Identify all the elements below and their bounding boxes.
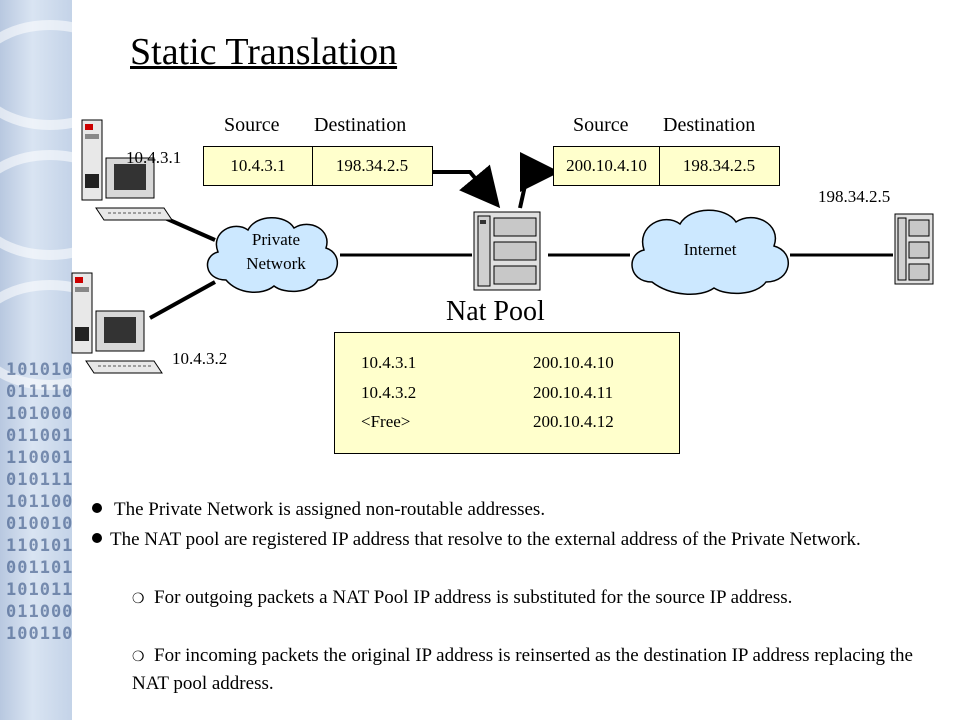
bullet-1-text: The Private Network is assigned non-rout… bbox=[114, 499, 546, 520]
pool-outside-address: 200.10.4.10 bbox=[533, 353, 614, 372]
checkbox-bullet-icon: ❍ bbox=[132, 591, 145, 607]
internet-cloud-icon bbox=[631, 209, 790, 295]
pool-outside-address: 200.10.4.12 bbox=[533, 412, 614, 431]
server-ip-label: 198.34.2.5 bbox=[818, 187, 891, 206]
bullet-1: The Private Network is assigned non-rout… bbox=[90, 496, 940, 524]
nat-server-icon bbox=[473, 211, 541, 291]
right-destination-header: Destination bbox=[663, 114, 756, 136]
sub-bullet-2-text: For incoming packets the original IP add… bbox=[132, 645, 913, 694]
pool-outside-address: 200.10.4.11 bbox=[533, 383, 614, 402]
bullet-2: The NAT pool are registered IP address t… bbox=[90, 526, 910, 554]
right-packet: 200.10.4.10 198.34.2.5 bbox=[553, 146, 780, 186]
bullet-dot-icon bbox=[92, 503, 102, 513]
pool-inside-address: 10.4.3.2 bbox=[361, 383, 417, 402]
host2-ip-label: 10.4.3.2 bbox=[172, 349, 228, 368]
pool-inside-address: 10.4.3.1 bbox=[361, 353, 417, 372]
private-network-label: Private Network bbox=[246, 230, 306, 273]
left-packet-destination: 198.34.2.5 bbox=[335, 156, 409, 175]
left-packet-source: 10.4.3.1 bbox=[204, 147, 313, 185]
page-title: Static Translation bbox=[130, 31, 398, 73]
right-source-header: Source bbox=[573, 114, 629, 136]
checkbox-bullet-icon: ❍ bbox=[132, 649, 145, 665]
bullet-dot-icon bbox=[92, 533, 102, 543]
pool-inside-address: <Free> bbox=[361, 412, 411, 431]
workstation-icon bbox=[71, 272, 163, 374]
internet-label: Internet bbox=[683, 240, 737, 259]
sub-bullet-1: ❍ For outgoing packets a NAT Pool IP addr… bbox=[132, 584, 922, 612]
host1-ip-label: 10.4.3.1 bbox=[126, 148, 182, 167]
sub-bullet-1-text: For outgoing packets a NAT Pool IP addre… bbox=[154, 587, 793, 608]
right-packet-source: 200.10.4.10 bbox=[554, 147, 660, 185]
private-network-cloud-icon bbox=[206, 217, 339, 293]
left-destination-header: Destination bbox=[314, 114, 407, 136]
sub-bullet-2: ❍For incoming packets the original IP ad… bbox=[132, 642, 922, 698]
bullet-2-text: The NAT pool are registered IP address t… bbox=[110, 529, 861, 550]
server-icon bbox=[894, 213, 934, 285]
left-source-header: Source bbox=[224, 114, 280, 136]
nat-pool-title: Nat Pool bbox=[446, 296, 545, 327]
workstation-icon bbox=[81, 119, 173, 221]
nat-pool-table: 10.4.3.1 200.10.4.10 10.4.3.2 200.10.4.1… bbox=[334, 332, 680, 454]
right-packet-destination: 198.34.2.5 bbox=[682, 156, 756, 175]
left-packet: 10.4.3.1 198.34.2.5 bbox=[203, 146, 433, 186]
